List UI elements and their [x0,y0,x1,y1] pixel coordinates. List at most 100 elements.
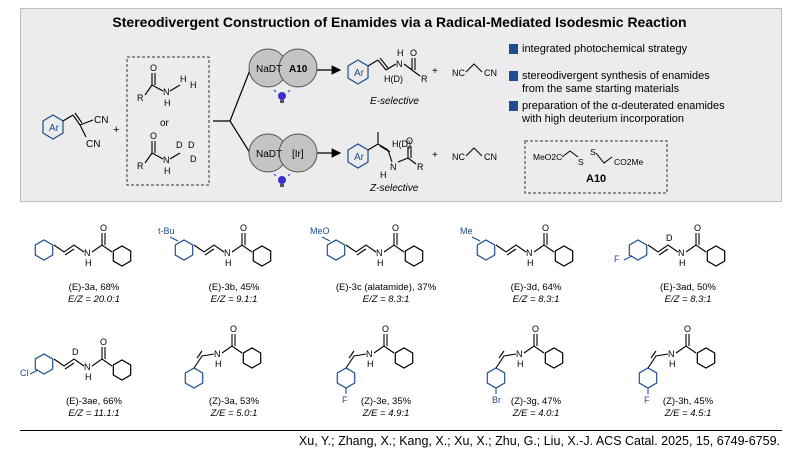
bullet-text: preparation of the α-deuterated enamides [522,100,725,112]
product-name: (E)-3c (alatamide), 37% [335,282,437,293]
hydrogen-atom: H [397,48,404,58]
a10-structure-box [524,140,668,194]
product-name: (E)-3a, 68% [68,282,120,293]
product-caption: (Z)-3a, 53% Z/E = 5.0:1 [164,396,304,420]
cn-label: CN [484,152,497,162]
or-text: or [160,118,170,129]
cn-label: CN [94,115,108,126]
hydrogen-atom: H [164,166,171,176]
product-structure: NHO [34,223,132,268]
plus-sign: + [432,150,438,161]
nitrogen-atom: N [390,162,397,172]
catalyst-label: NaDT [256,64,282,75]
product-ratio: E/Z = 8.3:1 [362,294,410,305]
a10-label: A10 [586,173,606,185]
deuterium-atom: D [72,347,79,357]
product-caption: (E)-3ad, 50% E/Z = 8.3:1 [618,282,758,306]
product-caption: (Z)-3g, 47% Z/E = 4.0:1 [466,396,606,420]
nitrogen-atom: N [516,349,523,359]
nitrogen-atom: N [678,248,685,258]
product-name: (E)-3ae, 66% [66,396,122,407]
substituent-label: Br [492,395,501,405]
product-ratio: E/Z = 8.3:1 [664,294,712,305]
product-caption: (E)-3d, 64% E/Z = 8.3:1 [466,282,606,306]
hydrogen-atom: H [85,258,92,268]
divider [20,430,782,431]
nitrogen-atom: N [224,248,231,258]
citation: Xu, Y.; Zhang, X.; Kang, X.; Xu, X.; Zhu… [298,434,780,448]
e-selective-label: E-selective [370,96,419,107]
deuterium-atom: D [666,233,673,243]
product-ratio: Z/E = 4.5:1 [664,408,712,419]
catalyst-label: NaDT [256,149,282,160]
r-group: R [137,93,144,103]
deuterium-label: H(D) [392,139,411,149]
product-caption: (Z)-3h, 45% Z/E = 4.5:1 [618,396,758,420]
nitrogen-atom: N [376,248,383,258]
sulfur-atom: S [590,147,596,157]
r-group: R [421,74,428,84]
oxygen-atom: O [240,223,247,233]
bullet-text: stereodivergent synthesis of enamides [522,70,710,82]
product-ratio: E/Z = 20.0:1 [67,294,121,305]
bullet-text: integrated photochemical strategy [522,43,688,55]
deuterium-atom: D [190,154,197,164]
product-caption: (E)-3a, 68% E/Z = 20.0:1 [24,282,164,306]
product-name: (Z)-3a, 53% [208,396,260,407]
nitrogen-atom: N [84,362,91,372]
ester-label: MeO2C [533,152,562,162]
cn-label: CN [484,68,497,78]
hydrogen-atom: H [180,74,187,84]
product-structure: NHO [184,324,262,389]
hydrogen-atom: H [190,80,197,90]
bullet-text: with high deuterium incorporation [522,113,685,125]
hydrogen-atom: H [527,258,534,268]
product-name: (E)-3b, 45% [208,282,260,293]
nitrogen-atom: N [526,248,533,258]
hydrogen-atom: H [669,359,676,369]
scheme-banner [20,8,782,202]
oxygen-atom: O [150,131,157,141]
product-ratio: Z/E = 4.9:1 [362,408,410,419]
product-name: (Z)-3g, 47% [510,396,562,407]
nitrogen-atom: N [214,349,221,359]
nitrogen-atom: N [84,248,91,258]
hydrogen-atom: H [164,98,171,108]
ar-label: Ar [49,123,60,134]
product-caption: (E)-3ae, 66% E/Z = 11.1:1 [24,396,164,420]
oxygen-atom: O [684,324,691,334]
nitrogen-atom: N [163,87,170,97]
product-caption: (Z)-3e, 35% Z/E = 4.9:1 [316,396,456,420]
deuterium-atom: D [188,140,195,150]
hydrogen-atom: H [215,359,222,369]
nitrogen-atom: N [396,59,403,69]
substituent-label: F [644,395,650,405]
bullet-marker [509,44,518,54]
ir-catalyst [278,133,318,173]
product-ratio: E/Z = 9.1:1 [210,294,258,305]
oxygen-atom: O [100,337,107,347]
substituent-label: F [614,254,620,264]
bullet-text: from the same starting materials [522,83,680,95]
product-name: (E)-3d, 64% [510,282,562,293]
hydrogen-atom: H [367,359,374,369]
product-name: (E)-3ad, 50% [660,282,716,293]
a10-catalyst [278,48,318,88]
product-ratio: E/Z = 8.3:1 [512,294,560,305]
catalyst-label: [Ir] [292,149,304,160]
deuterium-label: H(D) [384,74,403,84]
product-caption: (E)-3b, 45% E/Z = 9.1:1 [164,282,304,306]
product-name: (Z)-3h, 45% [662,396,714,407]
bullet-marker [509,71,518,81]
nitrogen-atom: N [366,349,373,359]
plus-sign: + [432,66,438,77]
